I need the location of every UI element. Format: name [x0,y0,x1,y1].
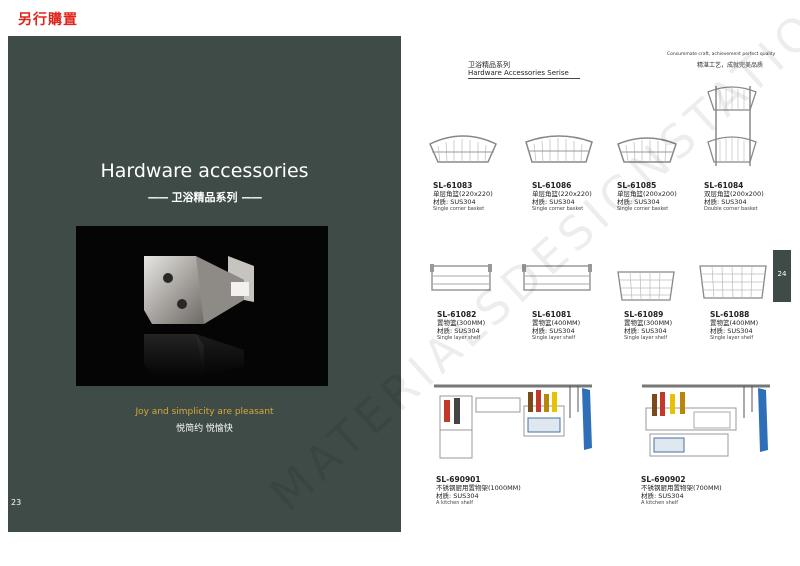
product-code: SL-690901 [436,475,481,484]
product-name: 置物篮(300MM) [624,319,673,327]
left-page-subtitle-text: 卫浴精品系列 [171,191,238,204]
product-SL-61085: SL-61085 单层角篮(200x200) 材质: SUS304 Single… [617,181,677,213]
product-name: 置物篮(400MM) [532,319,581,327]
corner-basket-61083-image [429,135,497,163]
shelf-61088-image [699,265,767,299]
product-name-en: Double corner basket [704,206,758,212]
product-code: SL-61085 [617,181,657,190]
product-material: 材质: SUS304 [532,198,575,206]
product-material: 材质: SUS304 [704,198,747,206]
product-name: 单层角篮(220x220) [532,190,592,198]
product-SL-61088: SL-61088 置物篮(400MM) 材质: SUS304 Single la… [710,310,758,342]
product-name-en: Single layer shelf [624,335,668,341]
page-number-left: 23 [11,498,22,507]
left-page-subtitle: —— 卫浴精品系列 —— [147,191,263,204]
product-material: 材质: SUS304 [710,327,753,335]
product-name-en: A kitchen shelf [641,500,679,506]
brand-logo: 另行購置 [18,12,78,28]
product-code: SL-61081 [532,310,572,319]
tagline-chinese: 悦简约 悦愉快 [176,424,233,434]
product-name: 置物篮(400MM) [710,319,759,327]
hook-photo [76,226,328,386]
product-material: 材质: SUS304 [532,327,575,335]
kitchen-shelf-690901-image [434,384,592,459]
product-name: 不锈钢厨用置物架(700MM) [641,484,722,492]
series-title-cn: 卫浴精品系列 [468,61,510,69]
series-title-en: Hardware Accessories Serise [468,69,569,77]
product-code: SL-61086 [532,181,572,190]
product-material: 材质: SUS304 [436,492,479,500]
product-material: 材质: SUS304 [617,198,660,206]
product-name: 单层角篮(200x200) [617,190,677,198]
product-material: 材质: SUS304 [433,198,476,206]
product-code: SL-61083 [433,181,473,190]
product-SL-690902: SL-690902 不锈钢厨用置物架(700MM) 材质: SUS304 A k… [641,475,722,507]
product-SL-61084: SL-61084 双层角篮(200x200) 材质: SUS304 Double… [704,181,764,213]
craft-slogan-en: Consummate craft, achievement perfect qu… [667,52,776,57]
product-code: SL-690902 [641,475,686,484]
craft-slogan-cn: 精湛工艺，成就完美品质 [697,62,764,69]
product-code: SL-61084 [704,181,744,190]
double-corner-basket-61084-image [707,86,757,166]
left-page-title: Hardware accessories [100,160,309,182]
shelf-61082-image [430,264,492,291]
hook-image [144,256,254,376]
product-name: 不锈钢厨用置物架(1000MM) [436,484,521,492]
page-tab-right: 24 [773,250,791,302]
product-name: 双层角篮(200x200) [704,190,764,198]
shelf-61081-image [522,264,592,291]
product-SL-61089: SL-61089 置物篮(300MM) 材质: SUS304 Single la… [624,310,672,342]
product-SL-61083: SL-61083 单层角篮(220x220) 材质: SUS304 Single… [433,181,493,213]
product-material: 材质: SUS304 [624,327,667,335]
corner-basket-61086-image [525,135,593,163]
product-code: SL-61088 [710,310,750,319]
product-material: 材质: SUS304 [437,327,480,335]
product-name: 置物篮(300MM) [437,319,486,327]
shelf-61089-image [617,271,675,301]
product-SL-61086: SL-61086 单层角篮(220x220) 材质: SUS304 Single… [532,181,592,213]
product-name-en: Single layer shelf [437,335,481,341]
product-name-en: Single corner basket [532,206,584,212]
corner-basket-61085-image [617,137,677,163]
product-name-en: Single corner basket [617,206,669,212]
product-name-en: A kitchen shelf [436,500,474,506]
product-code: SL-61082 [437,310,477,319]
product-name: 单层角篮(220x220) [433,190,493,198]
product-SL-61082: SL-61082 置物篮(300MM) 材质: SUS304 Single la… [437,310,485,342]
product-SL-61081: SL-61081 置物篮(400MM) 材质: SUS304 Single la… [532,310,580,342]
tagline-english: Joy and simplicity are pleasant [135,407,274,417]
product-name-en: Single layer shelf [710,335,754,341]
product-material: 材质: SUS304 [641,492,684,500]
product-name-en: Single corner basket [433,206,485,212]
kitchen-shelf-690902-image [642,384,770,457]
product-SL-690901: SL-690901 不锈钢厨用置物架(1000MM) 材质: SUS304 A … [436,475,521,507]
product-name-en: Single layer shelf [532,335,576,341]
header-divider [468,78,580,79]
page-number-right: 24 [777,270,787,278]
product-code: SL-61089 [624,310,664,319]
